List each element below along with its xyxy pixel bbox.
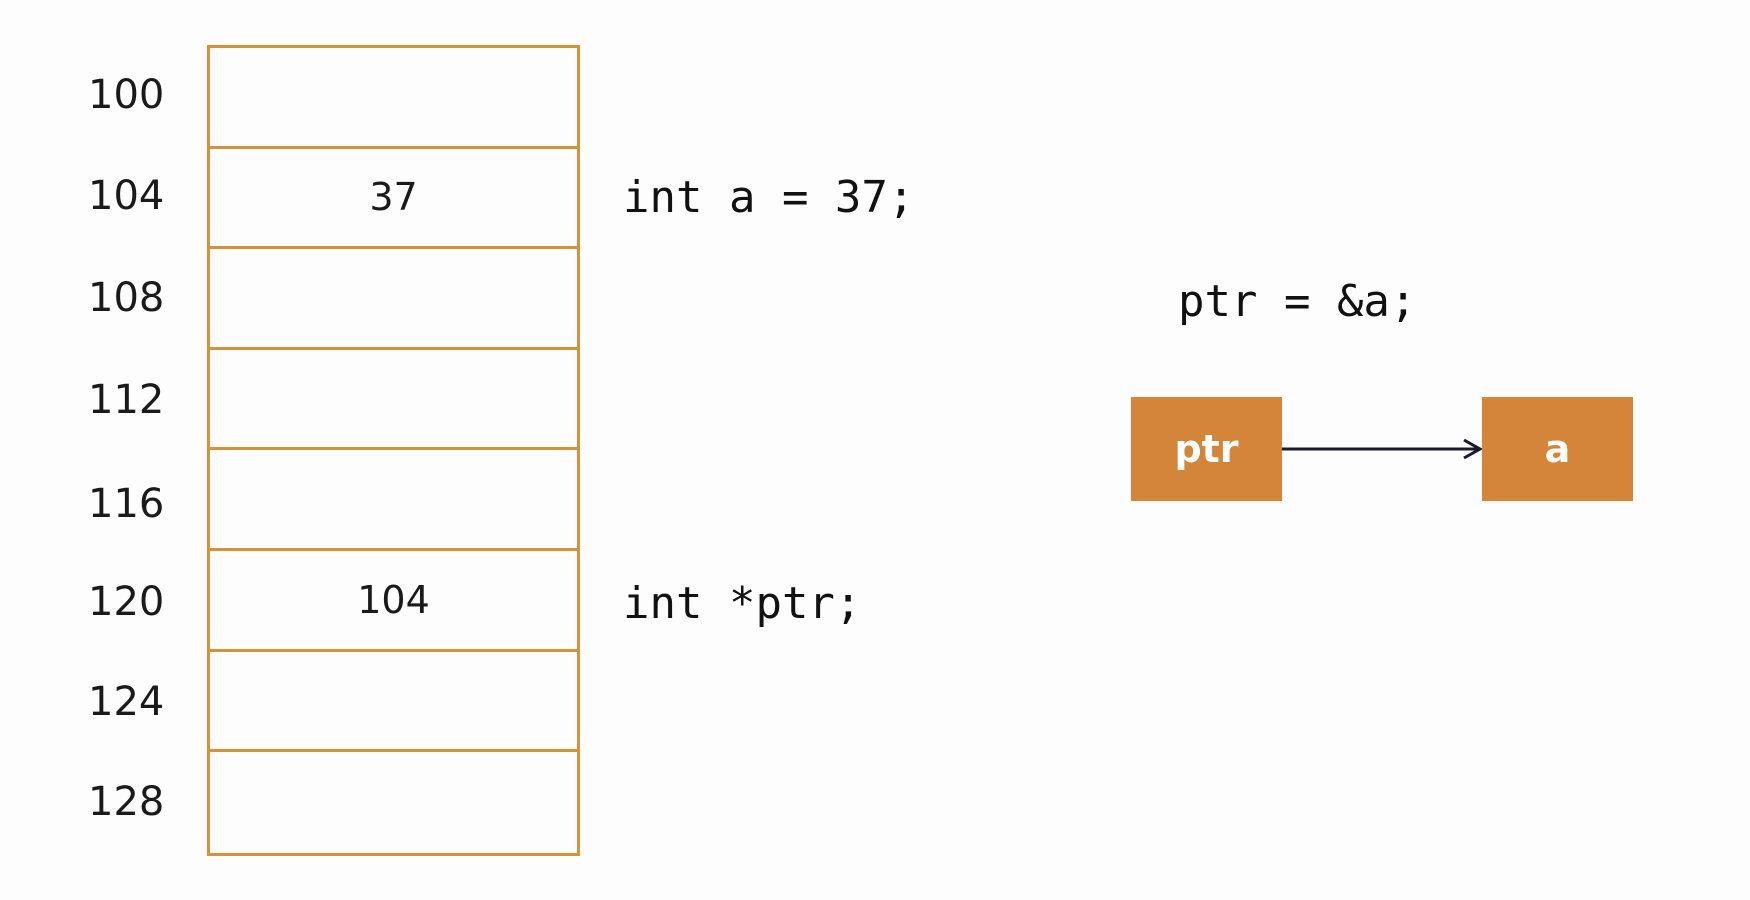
memory-cell xyxy=(210,249,577,350)
a-box: a xyxy=(1482,397,1633,501)
address-label: 116 xyxy=(88,481,165,527)
memory-cell xyxy=(210,652,577,753)
memory-cell: 37 xyxy=(210,149,577,250)
code-decl-ptr: int *ptr; xyxy=(623,578,862,629)
memory-column: 37 104 xyxy=(207,45,580,856)
address-label: 112 xyxy=(88,377,165,423)
memory-cell xyxy=(210,450,577,551)
memory-cell xyxy=(210,752,577,853)
memory-cell xyxy=(210,48,577,149)
address-label: 108 xyxy=(88,275,165,321)
code-decl-a: int a = 37; xyxy=(623,172,915,223)
address-label: 120 xyxy=(88,579,165,625)
memory-cell xyxy=(210,350,577,451)
ptr-box: ptr xyxy=(1131,397,1282,501)
address-label: 128 xyxy=(88,779,165,825)
address-label: 104 xyxy=(88,173,165,219)
memory-cell: 104 xyxy=(210,551,577,652)
address-label: 124 xyxy=(88,679,165,725)
address-label: 100 xyxy=(88,72,165,118)
code-assign: ptr = &a; xyxy=(1178,276,1417,327)
